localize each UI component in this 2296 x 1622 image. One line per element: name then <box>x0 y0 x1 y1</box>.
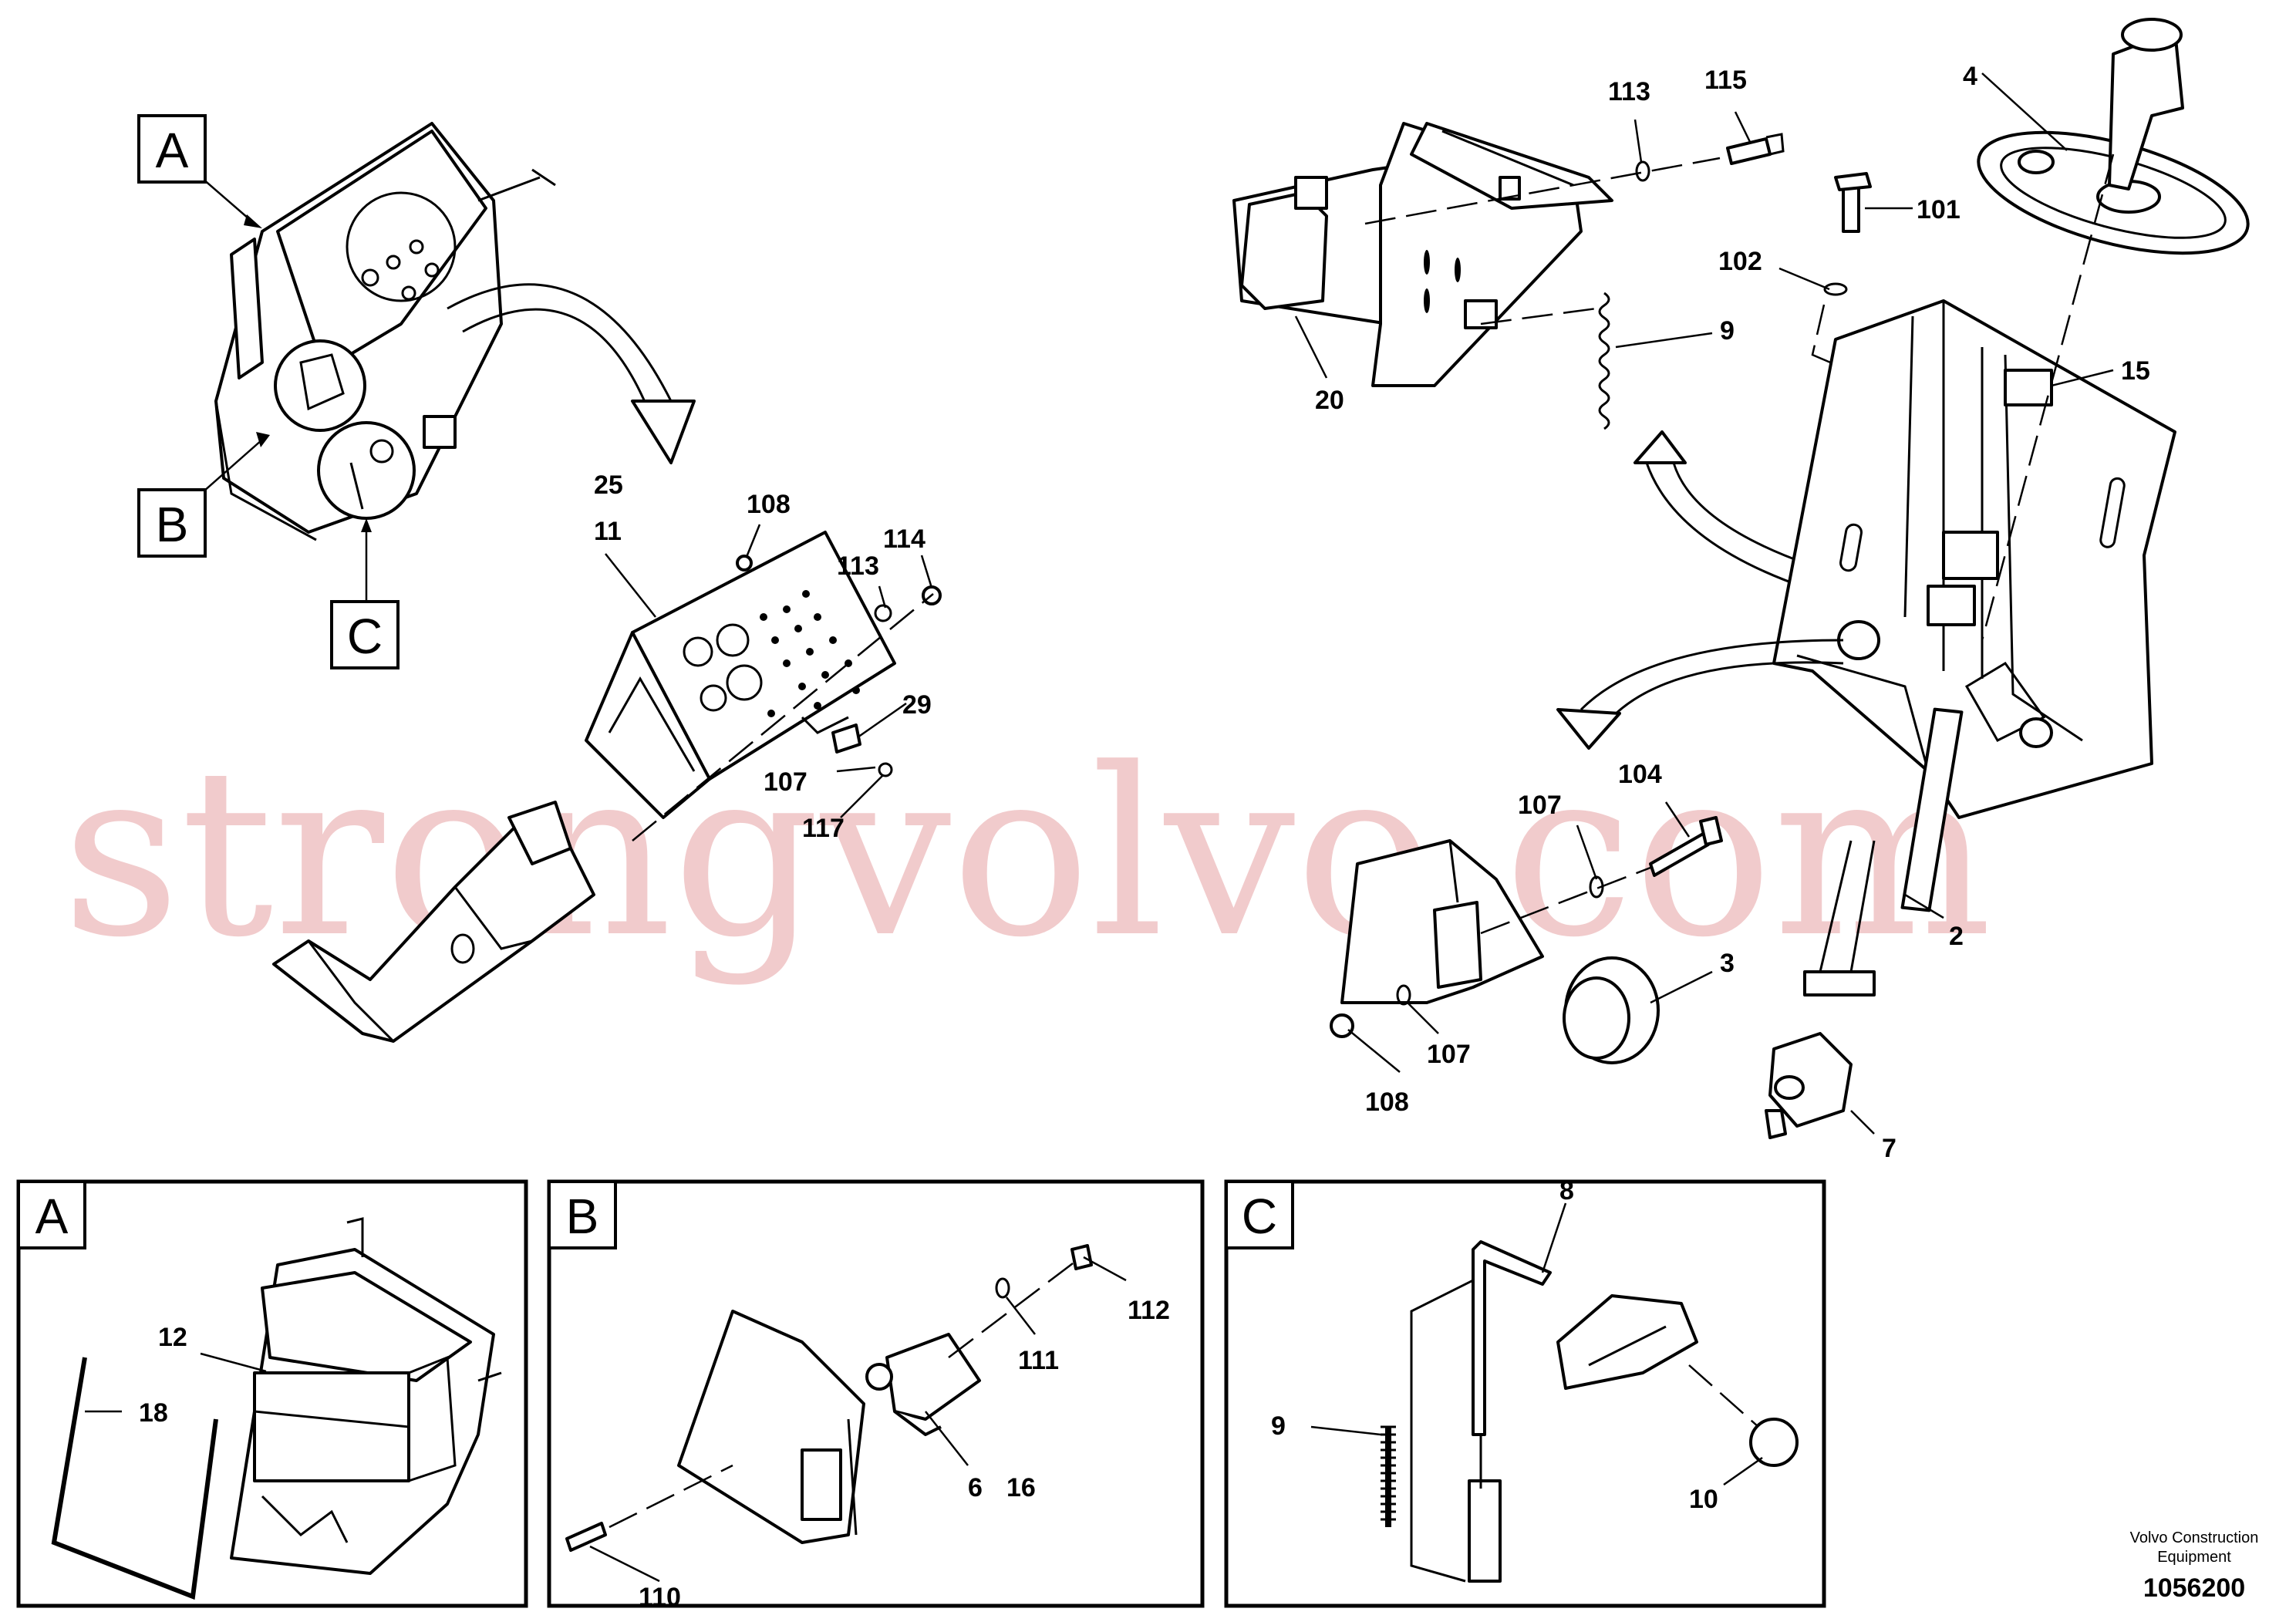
label-11: 11 <box>594 517 622 546</box>
label-29: 29 <box>902 690 932 720</box>
credit-company: Volvo Construction <box>2130 1529 2259 1546</box>
label-107-b: 107 <box>1518 791 1562 820</box>
detail-b-tag: B <box>566 1189 599 1244</box>
label-4: 4 <box>1963 62 1977 91</box>
label-15: 15 <box>2121 356 2150 386</box>
switch-assembly <box>1232 122 1785 430</box>
watermark: strongvolvo.com <box>62 719 1992 988</box>
label-115: 115 <box>1704 66 1747 95</box>
callout-b-box: B <box>137 488 207 558</box>
leader-lines <box>85 73 2114 1583</box>
label-114: 114 <box>883 524 925 554</box>
label-113-a: 113 <box>837 551 879 581</box>
label-107-c: 107 <box>1427 1040 1471 1069</box>
watermark-text: strongvolvo.com <box>62 719 1992 988</box>
callout-a-box: A <box>137 114 207 184</box>
label-18: 18 <box>139 1398 168 1428</box>
credit-block: Volvo Construction Equipment 1056200 <box>2130 1529 2259 1603</box>
label-8: 8 <box>1559 1176 1574 1206</box>
label-20: 20 <box>1315 386 1344 415</box>
label-3: 3 <box>1720 949 1735 978</box>
label-10: 10 <box>1689 1485 1718 1514</box>
label-12: 12 <box>158 1323 187 1352</box>
callout-c-box: C <box>330 600 400 669</box>
drawing-number: 1056200 <box>2143 1573 2245 1603</box>
label-113-b: 113 <box>1608 77 1650 106</box>
label-9-b: 9 <box>1271 1411 1286 1441</box>
label-111: 111 <box>1018 1346 1059 1375</box>
detail-c-circle <box>317 421 416 520</box>
label-104: 104 <box>1618 760 1662 789</box>
detail-a-tag: A <box>35 1189 69 1244</box>
detail-box-c: C <box>1224 1179 1826 1608</box>
label-6: 6 <box>968 1473 983 1502</box>
label-25: 25 <box>594 470 623 500</box>
label-7: 7 <box>1882 1134 1896 1163</box>
label-102: 102 <box>1718 247 1762 276</box>
label-2: 2 <box>1949 922 1964 951</box>
console-overview <box>196 122 556 602</box>
detail-box-a: A <box>16 1179 528 1608</box>
credit-equipment: Equipment <box>2157 1549 2231 1566</box>
flow-arrow-right-down <box>1556 639 1844 750</box>
callout-a-label: A <box>156 123 189 178</box>
floor-bracket <box>272 801 595 1043</box>
panel-plate <box>585 531 942 841</box>
label-9-a: 9 <box>1720 316 1735 346</box>
callout-b-label: B <box>156 497 189 552</box>
detail-b-circle <box>274 339 366 432</box>
steering-assembly <box>1765 18 2250 1139</box>
label-108-b: 108 <box>1365 1088 1409 1117</box>
callout-c-label: C <box>347 609 383 664</box>
label-16: 16 <box>1006 1473 1036 1502</box>
part-labels: 25 11 108 114 113 29 107 117 113 115 20 … <box>139 62 2150 1612</box>
label-117: 117 <box>802 814 845 843</box>
label-112: 112 <box>1128 1296 1170 1325</box>
label-101: 101 <box>1917 195 1961 224</box>
label-108-a: 108 <box>747 490 791 519</box>
detail-c-tag: C <box>1242 1189 1277 1244</box>
horn-assembly <box>1330 816 1723 1064</box>
flow-arrow-left <box>447 283 696 464</box>
detail-box-b: B <box>547 1179 1205 1608</box>
label-107-a: 107 <box>764 767 807 797</box>
label-110: 110 <box>639 1583 681 1612</box>
